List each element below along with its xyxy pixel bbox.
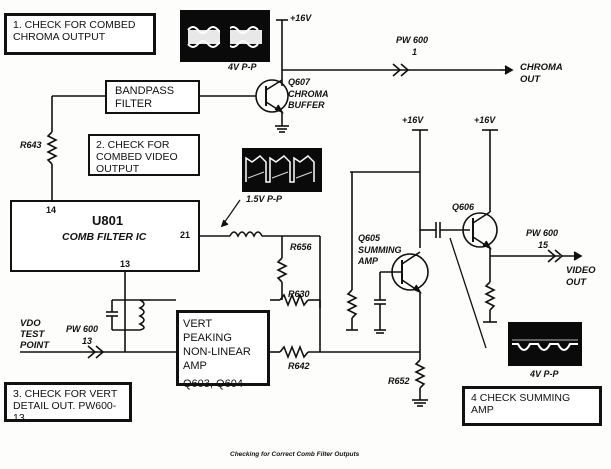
waveform-chroma-scope: [180, 10, 270, 62]
check-2-note: 2. CHECK FOR COMBED VIDEO OUTPUT: [88, 134, 200, 176]
q605-label: Q605: [358, 233, 381, 243]
check-4-text: 4 CHECK SUMMING AMP: [471, 392, 571, 416]
r656-label: R656: [290, 242, 312, 252]
q606-label: Q606: [452, 202, 475, 212]
pin-14-label: 14: [46, 205, 57, 215]
waveform-summing-scope: [508, 322, 582, 366]
q605-desc: SUMMING AMP: [358, 245, 402, 266]
r643-label: R643: [20, 140, 42, 150]
pw600-1-pin: 1: [412, 47, 418, 57]
comb-filter-ic-block: U801 COMB FILTER IC: [10, 200, 200, 272]
waveform-chroma-amplitude: 4V P-P: [228, 62, 257, 72]
check-4-note: 4 CHECK SUMMING AMP: [462, 386, 602, 426]
check-1-text: 1. CHECK FOR COMBED CHROMA OUTPUT: [13, 19, 136, 43]
bandpass-filter-block: BANDPASS FILTER: [105, 80, 200, 114]
pw600-1-label: PW 600: [396, 35, 429, 45]
ic-name-label: COMB FILTER IC: [62, 231, 147, 243]
video-out-label: VIDEO OUT: [566, 265, 596, 288]
r642-label: R642: [288, 361, 310, 371]
pin-21-label: 21: [180, 230, 191, 240]
check-1-note: 1. CHECK FOR COMBED CHROMA OUTPUT: [4, 13, 156, 55]
vert-peaking-block: VERT PEAKING NON-LINEAR AMP Q603, Q604: [176, 310, 270, 390]
supply-q605-label: +16V: [402, 115, 424, 125]
pw600-13-label: PW 600: [66, 324, 99, 334]
supply-q607-label: +16V: [290, 13, 312, 23]
pw600-13-pin: 13: [82, 336, 93, 346]
bandpass-filter-label: BANDPASS FILTER: [115, 85, 175, 110]
q607-label: Q607: [288, 77, 311, 87]
vdo-test-point-label: VDO TEST POINT: [20, 318, 50, 351]
vert-peaking-title: VERT PEAKING: [183, 318, 232, 344]
pw600-15-pin: 15: [538, 240, 549, 250]
chroma-out-label: CHROMA OUT: [520, 62, 563, 85]
r630-label: R630: [288, 289, 310, 299]
r652-label: R652: [388, 376, 410, 386]
pin-13-label: 13: [120, 259, 131, 269]
waveform-video-amplitude: 1.5V P-P: [246, 194, 283, 204]
figure-caption: Checking for Correct Comb Filter Outputs: [230, 451, 360, 458]
check-2-text: 2. CHECK FOR COMBED VIDEO OUTPUT: [96, 139, 178, 175]
supply-q606-label: +16V: [474, 115, 496, 125]
vert-peaking-sub: NON-LINEAR AMP: [183, 346, 251, 372]
ic-ref-label: U801: [92, 213, 124, 228]
pw600-15-label: PW 600: [526, 228, 559, 238]
vert-peaking-parts: Q603, Q604: [183, 378, 243, 390]
check-3-text: 3. CHECK FOR VERT DETAIL OUT. PW600-13: [13, 388, 118, 424]
waveform-summing-amplitude: 4V P-P: [530, 369, 559, 379]
q607-desc: CHROMA BUFFER: [288, 89, 329, 110]
waveform-video-scope: [242, 148, 322, 192]
check-3-note: 3. CHECK FOR VERT DETAIL OUT. PW600-13: [4, 382, 132, 424]
